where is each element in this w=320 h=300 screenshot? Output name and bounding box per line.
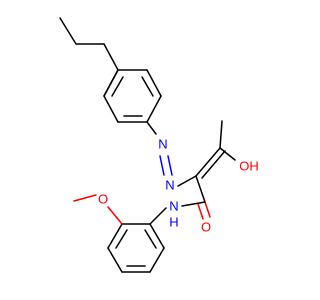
bond-ring1-inner-3: [111, 76, 124, 97]
bond-butyl-1: [59, 17, 77, 45]
bond-ring2-c: [107, 247, 123, 273]
bond-azo-double-b: [159, 155, 165, 176]
bond-ring2-inner-1: [115, 229, 128, 249]
bond-amide-co-b: [197, 203, 204, 220]
bond-azo-to-c2: [177, 175, 197, 187]
bond-azo-double-a: [167, 155, 173, 176]
bond-ring1-a: [103, 95, 119, 123]
butyl-chain: [59, 17, 119, 97]
hydroxyl-group: OH: [239, 158, 259, 173]
azo-nitrogen-1: N: [158, 136, 167, 151]
amide-fragment: O N H: [169, 175, 211, 234]
amide-hydrogen: H: [169, 214, 178, 229]
bond-amide-c-n: [181, 201, 206, 207]
bond-ring1-inner-2: [141, 76, 154, 97]
carbonyl-oxygen: O: [201, 219, 211, 234]
bond-ring1-f: [103, 69, 119, 97]
bond-butyl-3: [103, 43, 119, 71]
bond-ring-to-azo: [146, 121, 157, 135]
bond-ring2-e: [149, 247, 165, 273]
molecular-structure-diagram: N N OH O N H O: [59, 17, 259, 273]
phenyl-ring-upper: [103, 69, 162, 123]
bond-c2-c3-single: [195, 147, 221, 177]
bond-c2-amide-c: [195, 175, 206, 203]
bond-ring2-b: [107, 223, 123, 249]
bond-c3-oh: [219, 147, 236, 161]
azo-group: N N: [158, 136, 174, 192]
methoxy-group: O: [73, 191, 123, 225]
amide-nitrogen: N: [169, 198, 178, 213]
bond-ring2-inner-3: [144, 229, 157, 249]
methoxy-oxygen: O: [98, 191, 108, 206]
azo-nitrogen-2: N: [165, 177, 174, 192]
bond-c3-methyl: [219, 120, 223, 149]
bond-ring1-d: [146, 69, 162, 97]
bond-ring-to-methoxy-o: [107, 206, 123, 225]
phenyl-ring-lower: [107, 223, 165, 273]
bond-ring2-f: [149, 223, 165, 249]
bond-methoxy-o-ch3: [73, 194, 97, 202]
bond-ring1-c: [146, 95, 162, 123]
bond-amide-co-a: [204, 201, 211, 218]
bond-n-to-ring2: [149, 207, 167, 225]
bond-c2-c3-double: [201, 150, 226, 179]
enol-fragment: OH: [195, 120, 259, 179]
